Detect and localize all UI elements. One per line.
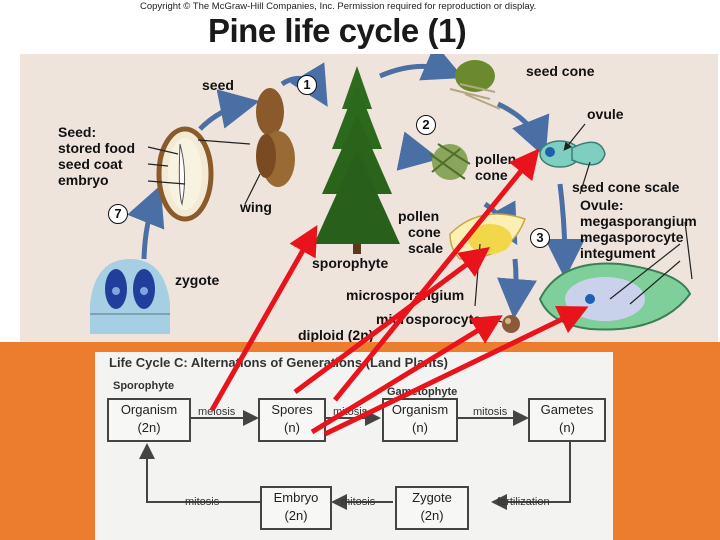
cycle-arrow-tree-to-seedcone (379, 54, 464, 81)
label-pollen-cone-scale-line1: pollen (398, 208, 440, 224)
label-wing: wing (240, 199, 272, 215)
label-megasporangium: megasporangium (580, 213, 697, 229)
label-embryo: embryo (58, 172, 109, 188)
pollen-cone-illustration (429, 143, 471, 180)
step-1-marker: 1 (297, 75, 317, 95)
zygote-box: Zygote (2n) (395, 486, 469, 530)
organism-2n-name: Organism (120, 402, 178, 417)
mitosis-label-3: mitosis (341, 496, 376, 508)
pollen-cone-scale-illustration (449, 213, 526, 260)
seed-cross-section (156, 126, 214, 222)
alternation-of-generations-diagram: Life Cycle C: Alternations of Generation… (95, 352, 613, 540)
ovule-scale-illustration (539, 140, 606, 168)
gametes-box: Gametes (n) (528, 398, 606, 442)
label-seed-heading: Seed: (58, 124, 97, 140)
sporophyte-label: Sporophyte (113, 380, 175, 392)
winged-seed-illustration (256, 88, 295, 187)
embryo-ploidy: (2n) (284, 508, 308, 523)
organism-n-box: Organism (n) (382, 398, 458, 442)
label-zygote: zygote (175, 272, 220, 288)
meiosis-label: meiosis (198, 406, 236, 418)
seed-cone-illustration (449, 60, 501, 110)
microsporocyte-illustration (502, 315, 520, 333)
embryo-name: Embryo (273, 490, 319, 505)
mitosis-label-4: mitosis (185, 496, 220, 508)
step-7-marker: 7 (108, 204, 128, 224)
label-pollen-cone-scale-line2: cone (408, 224, 441, 240)
megasporangium-illustration (538, 262, 692, 331)
label-integument: integument (580, 245, 656, 261)
spores-ploidy: (n) (284, 420, 300, 435)
cycle-arrow-zygote-to-seed (127, 185, 165, 260)
zygote-illustration (90, 259, 170, 334)
label-ovule: ovule (587, 106, 624, 122)
label-ovule-heading: Ovule: (580, 197, 624, 213)
pine-life-cycle-diagram: 1 2 3 7 seed Seed: stored food seed coat… (20, 54, 718, 344)
step-2-marker: 2 (416, 115, 436, 135)
label-pollen-cone-line2: cone (475, 167, 508, 183)
cycle-arrow-tree-to-pollencone (396, 131, 440, 171)
label-seed: seed (202, 77, 234, 93)
spores-name: Spores (271, 402, 313, 417)
step-3-marker: 3 (530, 228, 550, 248)
label-diploid: diploid (2n) (298, 327, 374, 343)
label-microsporangium: microsporangium (346, 287, 465, 303)
organism-n-ploidy: (n) (412, 420, 428, 435)
mitosis-label-1: mitosis (333, 406, 368, 418)
embryo-box: Embryo (2n) (260, 486, 332, 530)
fertilization-label: fertilization (497, 496, 550, 508)
label-seed-cone: seed cone (526, 63, 595, 79)
label-pollen-cone-scale-line3: scale (408, 240, 444, 256)
label-megasporocyte: megasporocyte (580, 229, 684, 245)
organism-2n-box: Organism (2n) (107, 398, 191, 442)
cycle-arrow-seed-to-wing (198, 89, 260, 131)
label-stored-food: stored food (58, 140, 135, 156)
gametes-name: Gametes (540, 402, 594, 417)
cycle-arrow-seedcone-to-ovule (496, 101, 550, 158)
copyright-notice: Copyright © The McGraw-Hill Companies, I… (140, 1, 537, 12)
zygote-name: Zygote (412, 490, 452, 505)
label-sporophyte: sporophyte (312, 255, 389, 271)
gametes-ploidy: (n) (559, 420, 575, 435)
label-pollen-cone-line1: pollen (475, 151, 517, 167)
label-seed-cone-scale: seed cone scale (572, 179, 680, 195)
life-cycle-connectors (139, 410, 571, 510)
sporophyte-tree (314, 66, 400, 254)
zygote-ploidy: (2n) (420, 508, 444, 523)
mitosis-label-2: mitosis (473, 406, 508, 418)
organism-2n-ploidy: (2n) (137, 420, 161, 435)
cycle-arrow-ovule-to-megasporangium (544, 183, 585, 279)
label-seed-coat: seed coat (58, 156, 123, 172)
organism-n-name: Organism (391, 402, 449, 417)
label-microsporocyte: microsporocyte (376, 311, 482, 327)
cycle-arrow-scale-to-microsporocyte (497, 258, 537, 319)
spores-box: Spores (n) (258, 398, 326, 442)
slide-title: Pine life cycle (1) (208, 12, 467, 49)
